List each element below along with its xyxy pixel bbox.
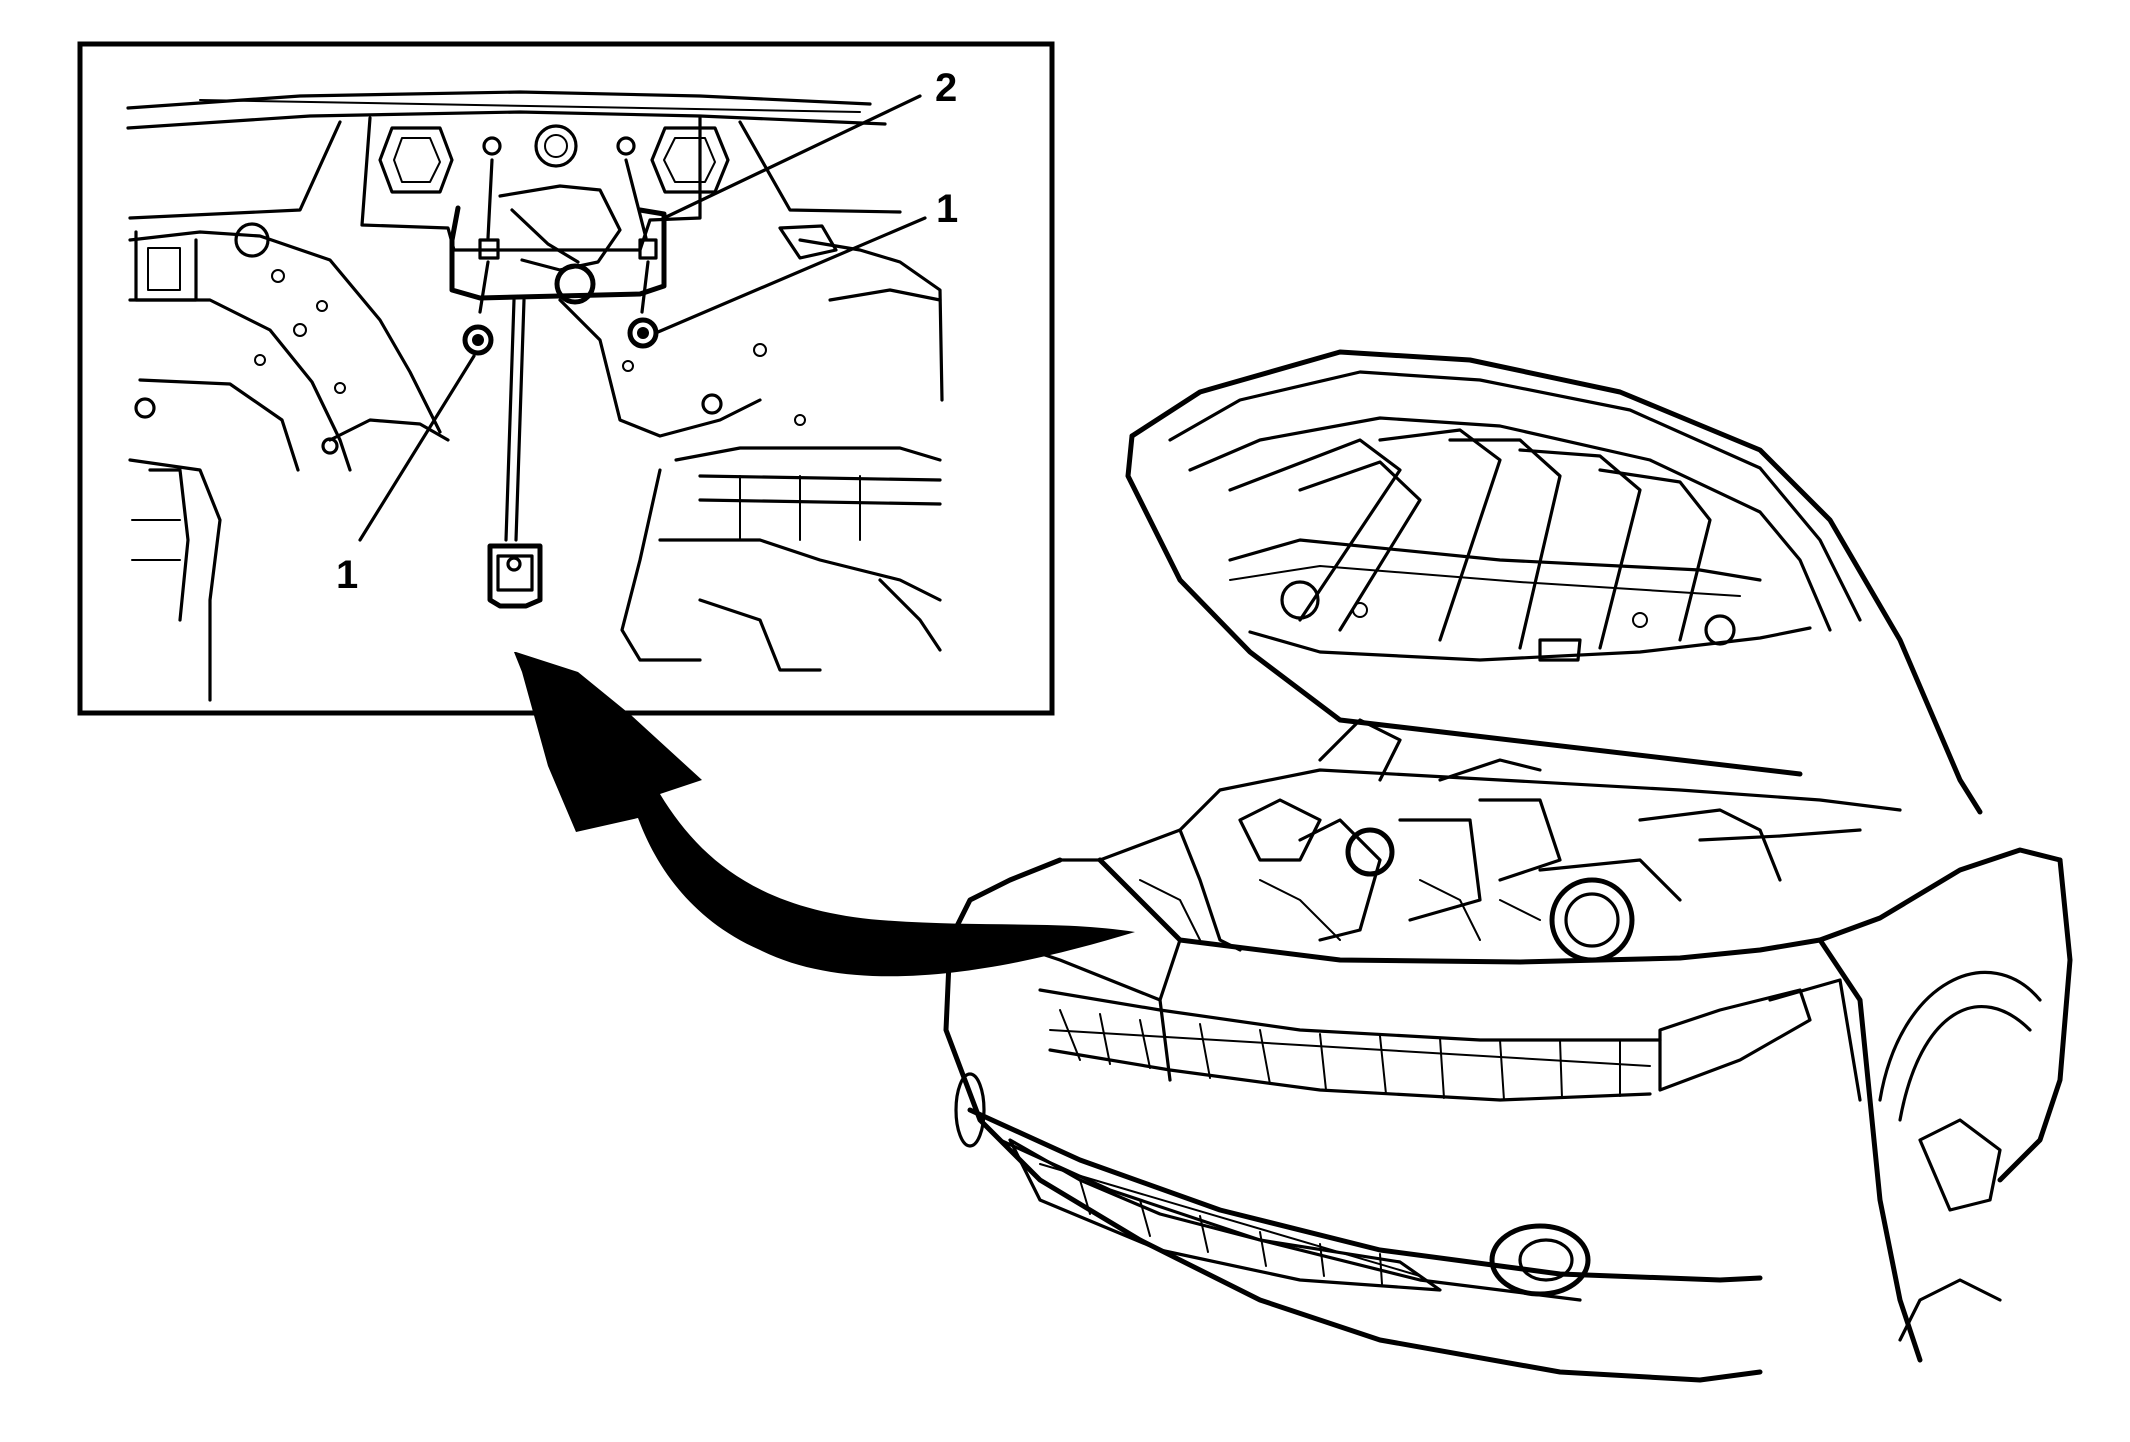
leader-lines [358, 94, 927, 542]
inset-frame [77, 41, 1055, 716]
callout-label-2: 2 [935, 66, 957, 110]
detail-inset: 2 1 1 [77, 41, 1055, 716]
curved-arrow-icon [514, 652, 1135, 977]
callout-label-1-left: 1 [336, 553, 358, 597]
inset-structure [126, 90, 944, 702]
callout-label-1-right: 1 [936, 187, 958, 231]
car-front-view [943, 349, 2073, 1383]
car-body [943, 847, 2073, 1383]
engine-bay [1058, 718, 1902, 963]
open-hood [1125, 349, 1983, 815]
